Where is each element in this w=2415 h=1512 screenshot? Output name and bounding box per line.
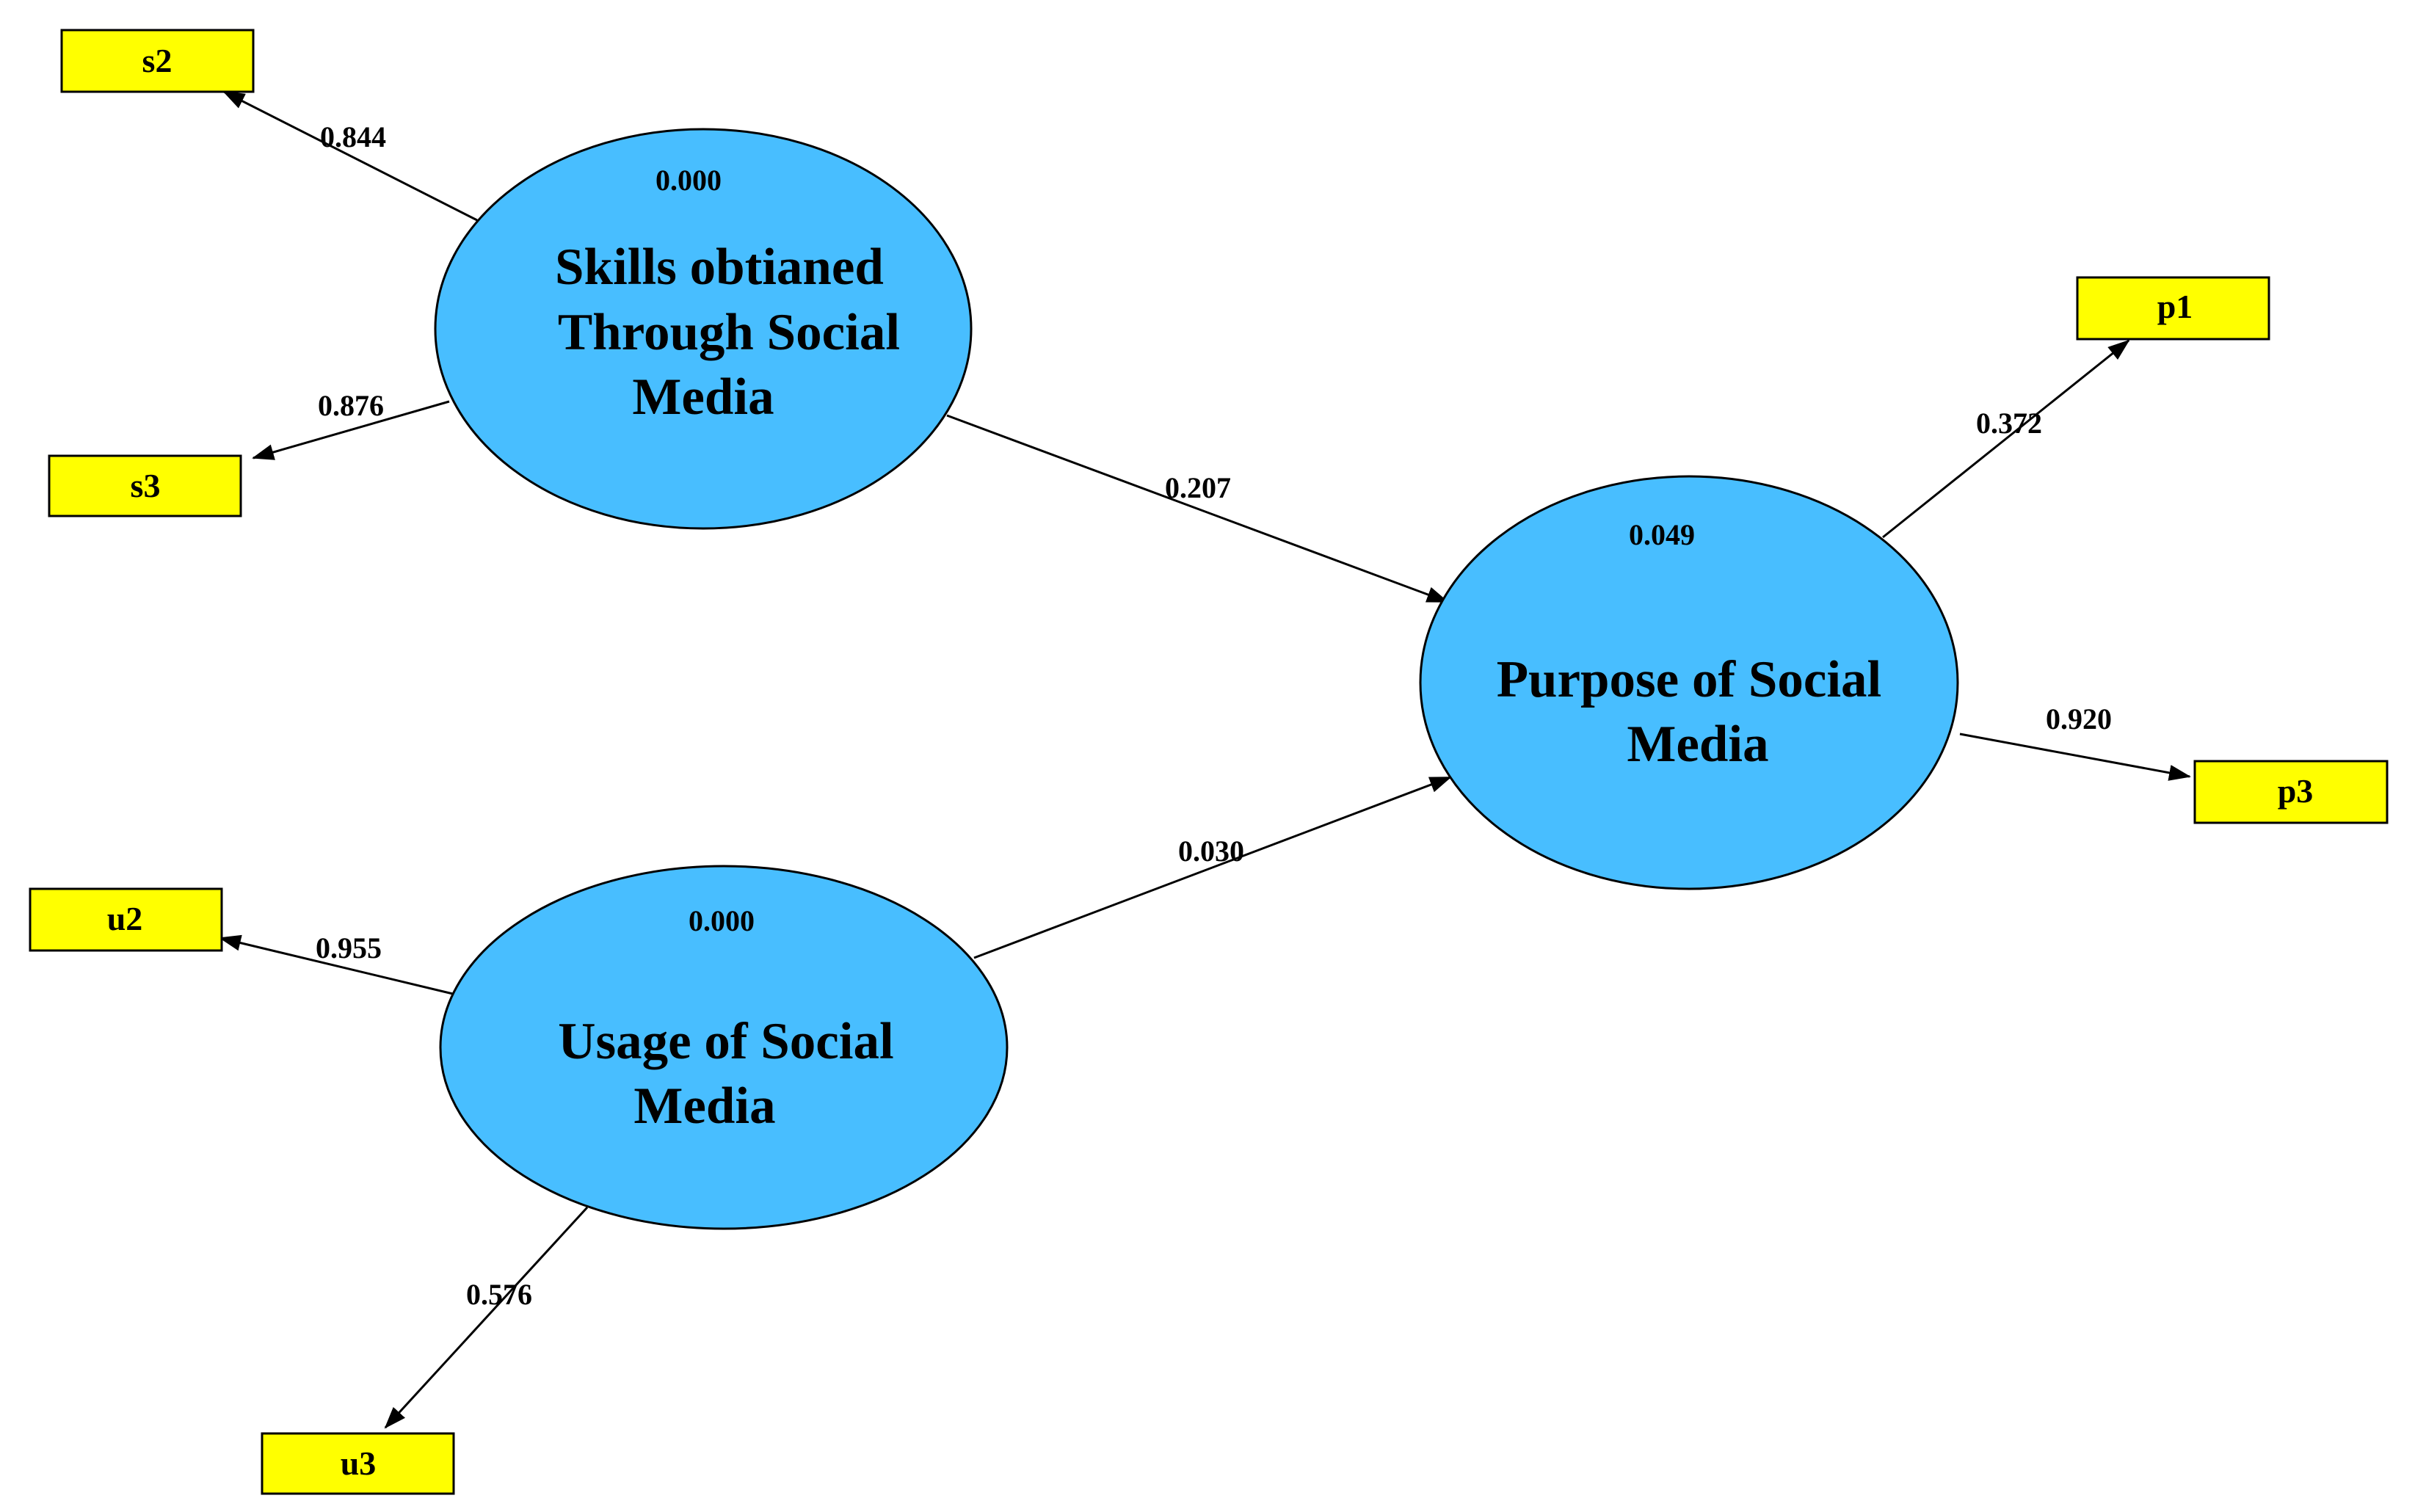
arrow-usage-to-purpose bbox=[973, 776, 1452, 959]
indicator-label: p1 bbox=[2157, 288, 2193, 325]
indicator-box[interactable] bbox=[2193, 760, 2389, 824]
indicator-label: u2 bbox=[107, 900, 143, 937]
indicator-u3[interactable]: u3 bbox=[261, 1432, 455, 1495]
loading-label-p3: 0.920 bbox=[2046, 702, 2112, 735]
construct-purpose[interactable]: 0.049 Purpose of Social Media bbox=[1419, 475, 1959, 890]
construct-name-line: Media bbox=[632, 368, 774, 426]
indicator-s2[interactable]: s2 bbox=[60, 29, 255, 93]
construct-usage[interactable]: 0.000 Usage of Social Media bbox=[439, 865, 1009, 1230]
indicator-s3[interactable]: s3 bbox=[48, 454, 242, 517]
arrow-skills-to-s2 bbox=[222, 90, 478, 222]
construct-name-line: Skills obtianed bbox=[555, 239, 884, 296]
indicator-box[interactable] bbox=[60, 29, 255, 93]
indicator-box[interactable] bbox=[2076, 276, 2270, 341]
indicator-box[interactable] bbox=[261, 1432, 455, 1495]
indicators: s2 s3 u2 u3 p1 p3 bbox=[29, 29, 2389, 1495]
construct-name-line: Media bbox=[633, 1077, 775, 1135]
construct-r2: 0.000 bbox=[689, 904, 755, 937]
construct-name-line: Purpose of Social bbox=[1497, 651, 1882, 708]
indicator-label: s2 bbox=[142, 42, 172, 79]
construct-name-line: Media bbox=[1627, 716, 1768, 773]
constructs: 0.000 Skills obtianed Through Social Med… bbox=[434, 128, 1959, 1230]
indicator-box[interactable] bbox=[48, 454, 242, 517]
construct-ellipse[interactable] bbox=[439, 865, 1009, 1230]
loading-label-u2: 0.955 bbox=[316, 931, 382, 964]
construct-r2: 0.049 bbox=[1629, 518, 1695, 551]
loading-label-u3: 0.576 bbox=[466, 1278, 532, 1311]
arrow-skills-to-purpose bbox=[946, 414, 1449, 603]
construct-ellipse[interactable] bbox=[434, 128, 973, 530]
construct-name-line: Through Social bbox=[558, 304, 900, 361]
loading-label-p1: 0.372 bbox=[1976, 407, 2042, 440]
indicator-label: s3 bbox=[131, 467, 161, 504]
indicator-label: u3 bbox=[341, 1444, 377, 1482]
indicator-u2[interactable]: u2 bbox=[29, 887, 223, 952]
construct-ellipse[interactable] bbox=[1419, 475, 1959, 890]
arrow-purpose-to-p3 bbox=[1959, 733, 2191, 781]
loading-label-s3: 0.876 bbox=[318, 389, 384, 422]
construct-name-line: Usage of Social bbox=[558, 1013, 894, 1070]
indicator-p1[interactable]: p1 bbox=[2076, 276, 2270, 341]
construct-r2: 0.000 bbox=[656, 164, 722, 197]
arrow-usage-to-u2 bbox=[219, 934, 457, 996]
path-coefficient-skills-purpose: 0.207 bbox=[1165, 471, 1231, 504]
indicator-p3[interactable]: p3 bbox=[2193, 760, 2389, 824]
path-coefficient-usage-purpose: 0.030 bbox=[1178, 835, 1244, 868]
construct-skills[interactable]: 0.000 Skills obtianed Through Social Med… bbox=[434, 128, 973, 530]
arrow-purpose-to-p1 bbox=[1882, 339, 2130, 539]
coefficients: 0.844 0.876 0.955 0.576 0.372 0.920 0.20… bbox=[316, 120, 2112, 1311]
arrow-skills-to-s3 bbox=[252, 400, 450, 460]
indicator-label: p3 bbox=[2278, 772, 2314, 810]
indicator-box[interactable] bbox=[29, 887, 223, 952]
arrows bbox=[219, 90, 2191, 1429]
loading-label-s2: 0.844 bbox=[320, 120, 386, 153]
arrow-usage-to-u3 bbox=[384, 1206, 589, 1429]
